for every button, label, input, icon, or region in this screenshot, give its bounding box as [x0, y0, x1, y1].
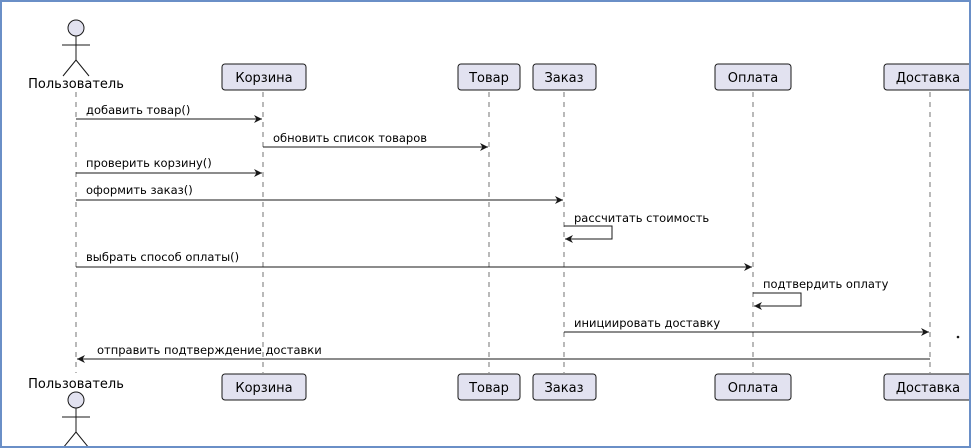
- actor-head-icon: [67, 391, 85, 409]
- participant-label: Товар: [468, 71, 509, 86]
- actor-head-icon: [67, 19, 85, 37]
- message-label: добавить товар(): [86, 103, 190, 117]
- actor-label-bottom: Пользователь: [28, 377, 124, 392]
- participant-box: [714, 63, 792, 91]
- message-add-item: добавить товар(): [76, 103, 262, 123]
- participant-payment-bottom: Оплата: [714, 373, 792, 401]
- message-check-cart: проверить корзину(): [76, 156, 262, 177]
- participant-label: Доставка: [896, 71, 960, 86]
- message-update-products: обновить список товаров: [263, 131, 488, 151]
- message-init-delivery: инициировать доставку: [564, 316, 929, 336]
- message-confirm-payment: подтвердить оплату: [753, 277, 889, 310]
- participant-box: [457, 63, 521, 91]
- participant-delivery-bottom: Доставка: [883, 373, 969, 401]
- participant-order-top: Заказ: [532, 63, 597, 91]
- message-calc-cost: рассчитать стоимость: [564, 211, 709, 243]
- participant-box: [883, 63, 969, 91]
- participant-box: [221, 63, 307, 91]
- message-label: выбрать способ оплаты(): [86, 250, 239, 264]
- actor-user-top: Пользователь: [28, 19, 124, 92]
- actor-body-icon: [62, 36, 90, 77]
- participant-label: Товар: [468, 381, 509, 396]
- participant-label: Заказ: [544, 71, 583, 86]
- stray-dot: [956, 335, 960, 339]
- participant-cart-top: Корзина: [221, 63, 307, 91]
- participant-delivery-top: Доставка: [883, 63, 969, 91]
- lifelines: [75, 92, 931, 373]
- participant-cart-bottom: Корзина: [221, 373, 307, 401]
- participant-label: Оплата: [728, 71, 779, 86]
- actor-label-top: Пользователь: [28, 77, 124, 92]
- participant-label: Корзина: [235, 381, 292, 396]
- message-arrow: [564, 225, 613, 243]
- message-label: обновить список товаров: [273, 131, 427, 145]
- message-arrow: [753, 292, 802, 310]
- message-label: подтвердить оплату: [763, 277, 889, 291]
- participant-label: Оплата: [728, 381, 779, 396]
- message-send-confirmation: отправить подтверждение доставки: [77, 343, 930, 363]
- message-place-order: оформить заказ(): [76, 183, 563, 204]
- message-label: рассчитать стоимость: [574, 211, 709, 225]
- message-label: проверить корзину(): [86, 156, 212, 170]
- participant-label: Заказ: [544, 381, 583, 396]
- participant-box: [883, 373, 969, 401]
- participant-box: [532, 373, 597, 401]
- participant-product-top: Товар: [457, 63, 521, 91]
- participant-label: Доставка: [896, 381, 960, 396]
- participant-payment-top: Оплата: [714, 63, 792, 91]
- actor-user-bottom: Пользователь: [28, 377, 124, 446]
- messages: добавить товар() обновить список товаров…: [76, 103, 960, 363]
- participant-order-bottom: Заказ: [532, 373, 597, 401]
- actor-body-icon: [62, 408, 90, 446]
- participant-box: [221, 373, 307, 401]
- participant-box: [714, 373, 792, 401]
- participant-label: Корзина: [235, 71, 292, 86]
- message-label: инициировать доставку: [574, 316, 720, 330]
- participant-box: [532, 63, 597, 91]
- message-label: оформить заказ(): [86, 183, 193, 197]
- message-choose-payment: выбрать способ оплаты(): [76, 250, 752, 271]
- message-label: отправить подтверждение доставки: [97, 343, 322, 357]
- participant-box: [457, 373, 521, 401]
- participant-product-bottom: Товар: [457, 373, 521, 401]
